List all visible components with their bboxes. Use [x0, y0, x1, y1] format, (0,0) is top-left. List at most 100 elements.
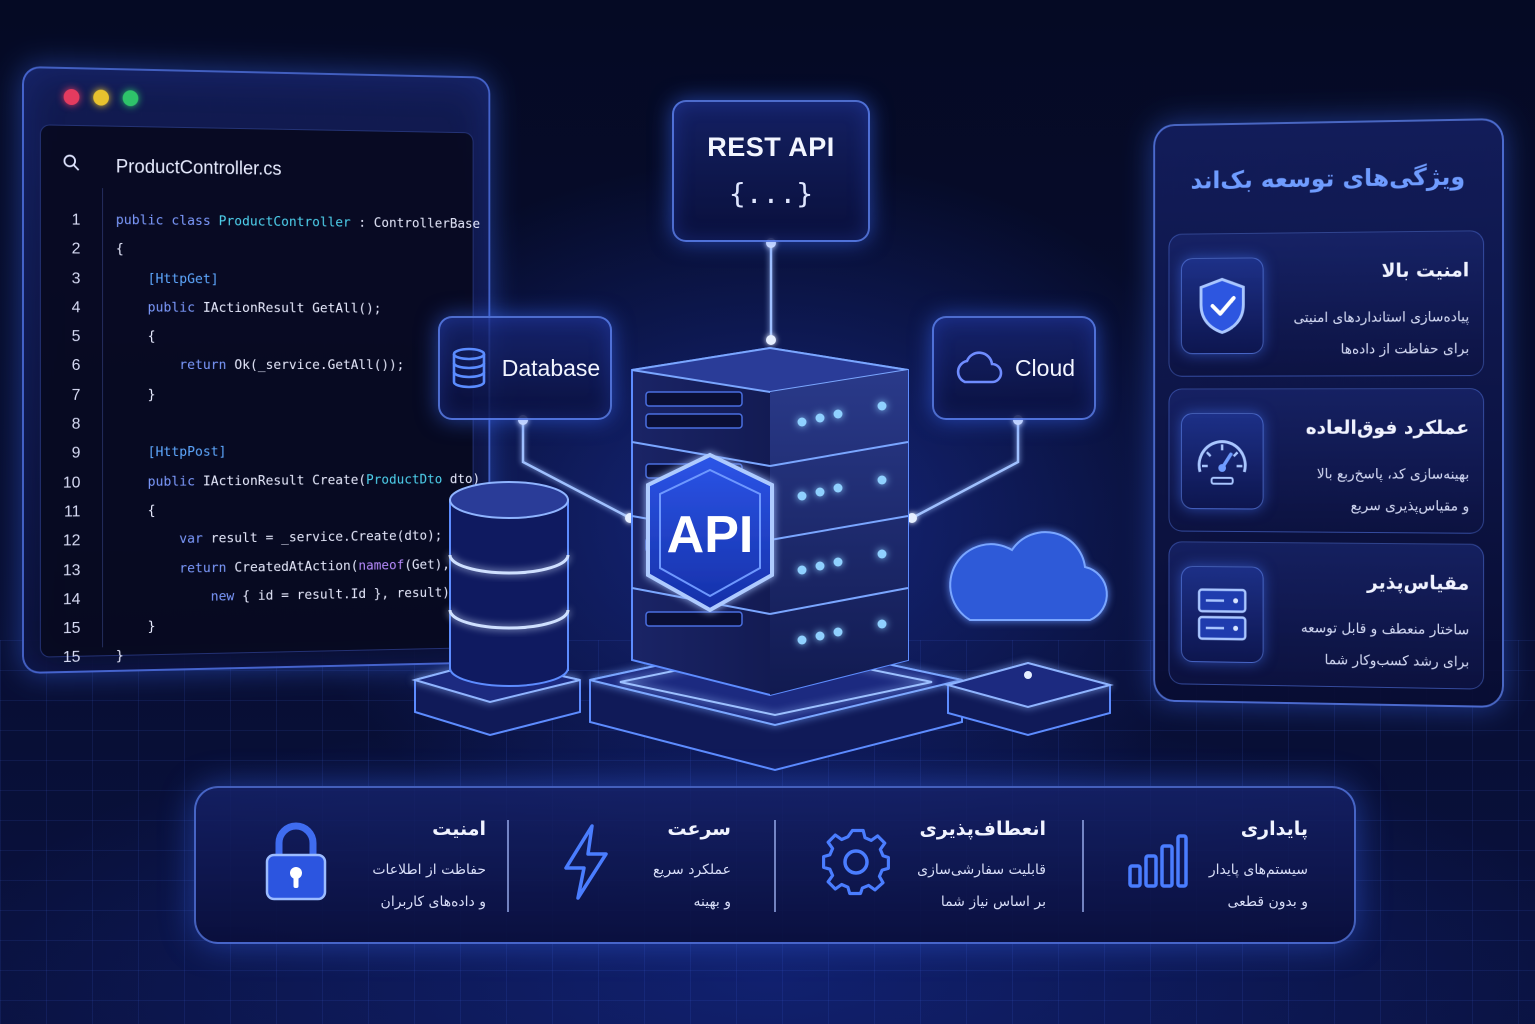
- gear-icon: [816, 822, 896, 902]
- code-token: [116, 531, 179, 548]
- code-token: [116, 358, 179, 374]
- code-token: [116, 589, 211, 606]
- code-token: : ControllerBase: [351, 215, 480, 232]
- code-token: IActionResult GetAll();: [203, 300, 381, 317]
- code-text: public class ProductController : Control…: [116, 206, 480, 239]
- code-token: ProductDto: [366, 471, 442, 487]
- code-editor-window: ProductController.cs 1public class Produ…: [22, 66, 490, 674]
- line-number: 9: [51, 439, 81, 468]
- bottom-item-security[interactable]: امنیت حفاظت از اطلاعات و داده‌های کاربرا…: [256, 788, 506, 946]
- code-token: return: [179, 358, 234, 374]
- code-text: public IActionResult GetAll();: [116, 293, 382, 323]
- code-token: public: [148, 473, 203, 489]
- feature-card-performance[interactable]: عملکرد فوق‌العاده بهینه‌سازی کد، پاسخ‌رب…: [1168, 388, 1484, 534]
- code-text: }: [116, 381, 156, 410]
- code-token: public class: [116, 212, 219, 229]
- line-number: 4: [51, 293, 81, 322]
- bottom-desc-line: حفاظت از اطلاعات: [372, 854, 486, 886]
- features-panel: ویژگی‌های توسعه بک‌اند امنیت بالا پیاده‌…: [1153, 118, 1504, 708]
- line-number: 1: [51, 205, 81, 235]
- code-token: ProductController: [219, 213, 351, 230]
- line-number: 13: [51, 556, 81, 586]
- line-number: 14: [51, 585, 81, 615]
- bottom-desc-line: و داده‌های کاربران: [372, 886, 486, 918]
- api-badge-label: API: [667, 506, 754, 564]
- code-line: 6 return Ok(_service.GetAll());: [41, 352, 473, 381]
- speedometer-icon: [1181, 413, 1264, 510]
- bar-chart-icon: [1118, 822, 1198, 902]
- line-number: 2: [51, 235, 81, 264]
- server-icon: [1181, 566, 1264, 663]
- maximize-dot[interactable]: [123, 90, 139, 106]
- feature-desc-line: بهینه‌سازی کد، پاسخ‌ربع بالا: [1275, 458, 1469, 490]
- code-token: {: [116, 503, 156, 519]
- bottom-desc-line: و بهینه: [653, 886, 731, 918]
- bottom-desc-line: و بدون قطعی: [1209, 886, 1308, 918]
- code-text: }: [116, 613, 156, 643]
- code-token: }: [116, 648, 124, 664]
- bottom-item-description: قابلیت سفارشی‌سازی بر اساس نیاز شما: [917, 854, 1046, 918]
- code-lines: 1public class ProductController : Contro…: [41, 205, 473, 673]
- code-token: {: [116, 241, 124, 257]
- bottom-item-speed[interactable]: سرعت عملکرد سریع و بهینه: [546, 788, 766, 946]
- feature-card-scalable[interactable]: مقیاس‌پذیر ساختار منعطف و قابل توسعه برا…: [1168, 541, 1484, 689]
- features-panel-title: ویژگی‌های توسعه بک‌اند: [1155, 162, 1502, 195]
- code-line: 3 [HttpGet]: [41, 264, 473, 296]
- code-token: { id = result.Id }, result);: [242, 585, 457, 604]
- code-token: [HttpPost]: [148, 444, 227, 460]
- bottom-features-bar: امنیت حفاظت از اطلاعات و داده‌های کاربرا…: [194, 786, 1356, 944]
- code-line: 5 {: [41, 322, 473, 352]
- code-token: [116, 445, 148, 461]
- code-text: return Ok(_service.GetAll());: [116, 352, 404, 381]
- minimize-dot[interactable]: [93, 90, 109, 106]
- bottom-item-flexibility[interactable]: انعطاف‌پذیری قابلیت سفارشی‌سازی بر اساس …: [816, 788, 1056, 946]
- code-line: 9 [HttpPost]: [41, 437, 473, 469]
- api-hexagon: API: [648, 455, 772, 610]
- code-text: var result = _service.Create(dto);: [116, 522, 442, 555]
- code-token: Ok(_service.GetAll());: [234, 358, 404, 374]
- code-text: {: [116, 323, 156, 352]
- close-dot[interactable]: [64, 89, 80, 105]
- rest-api-title: REST API: [674, 132, 868, 163]
- code-text: [HttpPost]: [116, 438, 227, 468]
- bottom-item-description: عملکرد سریع و بهینه: [653, 854, 731, 918]
- code-text: {: [116, 497, 156, 526]
- code-token: return: [179, 559, 234, 576]
- bottom-item-description: سیستم‌های پایدار و بدون قطعی: [1209, 854, 1308, 918]
- line-number: 8: [51, 410, 81, 439]
- bottom-desc-line: قابلیت سفارشی‌سازی: [917, 854, 1046, 886]
- code-text: [HttpGet]: [116, 264, 219, 294]
- code-token: [116, 270, 148, 286]
- code-token: IActionResult Create(: [203, 472, 366, 489]
- line-number: 6: [51, 352, 81, 381]
- line-number: 11: [51, 497, 81, 527]
- line-number: 7: [51, 381, 81, 410]
- code-line: 1public class ProductController : Contro…: [41, 205, 473, 239]
- feature-description: پیاده‌سازی استانداردهای امنیتی برای حفاظ…: [1275, 301, 1469, 365]
- code-token: var: [179, 531, 211, 547]
- feature-desc-line: ساختار منعطف و قابل توسعه: [1275, 612, 1469, 646]
- code-token: nameof: [358, 557, 404, 573]
- server-illustration: API: [580, 330, 970, 780]
- bottom-item-title: امنیت: [432, 818, 486, 840]
- feature-description: ساختار منعطف و قابل توسعه برای رشد کسب‌و…: [1275, 612, 1469, 678]
- window-controls: [64, 89, 139, 106]
- feature-desc-line: پیاده‌سازی استانداردهای امنیتی: [1275, 301, 1469, 334]
- feature-card-security[interactable]: امنیت بالا پیاده‌سازی استانداردهای امنیت…: [1168, 230, 1484, 377]
- line-number: 10: [51, 468, 81, 497]
- search-icon[interactable]: [63, 154, 81, 172]
- bottom-item-stability[interactable]: پایداری سیستم‌های پایدار و بدون قطعی: [1118, 788, 1338, 946]
- code-token: [116, 299, 148, 315]
- bottom-desc-line: سیستم‌های پایدار: [1209, 854, 1308, 886]
- code-token: }: [116, 387, 156, 403]
- code-token: (Get),: [404, 556, 450, 572]
- line-number: 5: [51, 322, 81, 351]
- code-text: {: [116, 235, 124, 264]
- cloud-illustration: [948, 532, 1110, 735]
- code-text: public IActionResult Create(ProductDto d…: [116, 465, 480, 497]
- code-token: [116, 560, 179, 577]
- line-number: 15: [51, 614, 81, 644]
- bar-divider: [507, 820, 509, 912]
- code-token: [116, 474, 148, 490]
- code-token: new: [211, 588, 242, 604]
